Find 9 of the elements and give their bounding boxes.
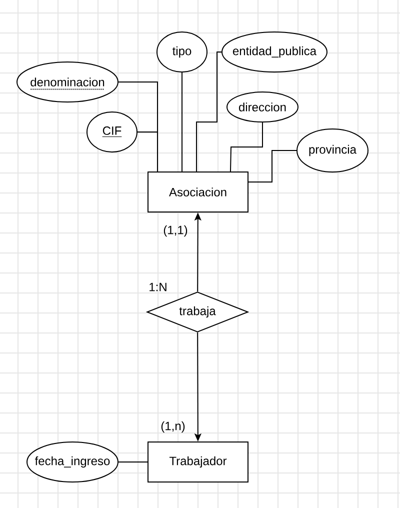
connector-line <box>137 132 158 172</box>
connector-line <box>248 150 297 182</box>
entity-box: Trabajador <box>148 442 248 482</box>
entity-box: Asociacion <box>148 172 248 212</box>
cardinality-label: 1:N <box>150 282 166 292</box>
connector-line <box>196 52 222 172</box>
connector-line <box>230 122 263 172</box>
cardinality-label: (1,1) <box>164 225 188 237</box>
cardinality-label: (1,n) <box>161 421 185 433</box>
